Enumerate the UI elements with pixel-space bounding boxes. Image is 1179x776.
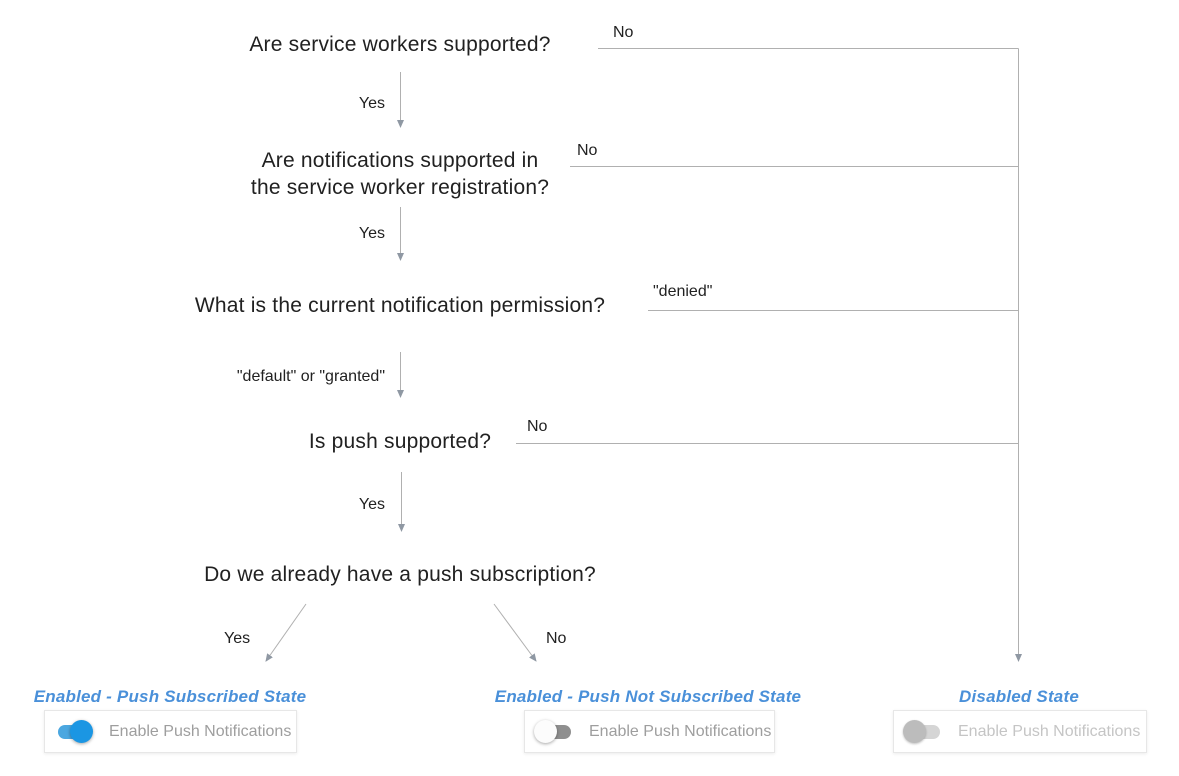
toggle-thumb [534,719,557,743]
edge-label-q3-denied: "denied" [653,283,713,300]
question-notifications-supported-line1: Are notifications supported in [261,149,539,172]
push-toggle-on[interactable] [56,719,93,744]
question-notifications-supported-line2: the service worker registration? [250,176,550,199]
question-notification-permission: What is the current notification permiss… [194,294,606,317]
outcome-label-enabled-subscribed: Enabled - Push Subscribed State [33,687,307,706]
toggle-thumb [903,719,926,743]
edge-label-q2-yes: Yes [358,225,385,242]
push-card-subscribed: Enable Push Notifications [44,710,297,753]
push-toggle-disabled [903,719,942,744]
toggle-thumb [70,719,93,743]
outcome-label-disabled: Disabled State [959,687,1079,706]
question-service-workers: Are service workers supported? [249,33,551,56]
edge-label-q5-no: No [546,630,567,647]
push-toggle-label: Enable Push Notifications [109,722,292,740]
question-push-supported: Is push supported? [308,430,492,453]
edge-label-q5-yes: Yes [224,630,251,647]
edge-label-q1-yes: Yes [358,95,385,112]
edge-label-q2-no: No [577,142,598,159]
outcome-label-enabled-not-subscribed: Enabled - Push Not Subscribed State [494,687,802,706]
edge-label-q3-default-granted: "default" or "granted" [236,368,385,385]
push-toggle-label: Enable Push Notifications [958,722,1141,740]
push-toggle-off[interactable] [534,719,573,744]
edge-q5-yes-line [265,603,307,662]
edge-label-q4-no: No [527,418,548,435]
edge-q5-no-line [493,603,537,662]
question-notifications-supported: Are notifications supported in the servi… [251,147,549,201]
push-card-disabled: Enable Push Notifications [893,710,1147,753]
edge-label-q4-yes: Yes [358,496,385,513]
push-toggle-label: Enable Push Notifications [589,722,772,740]
edge-label-q1-no: No [613,24,634,41]
push-card-not-subscribed: Enable Push Notifications [524,710,775,753]
question-existing-subscription: Do we already have a push subscription? [204,563,596,586]
